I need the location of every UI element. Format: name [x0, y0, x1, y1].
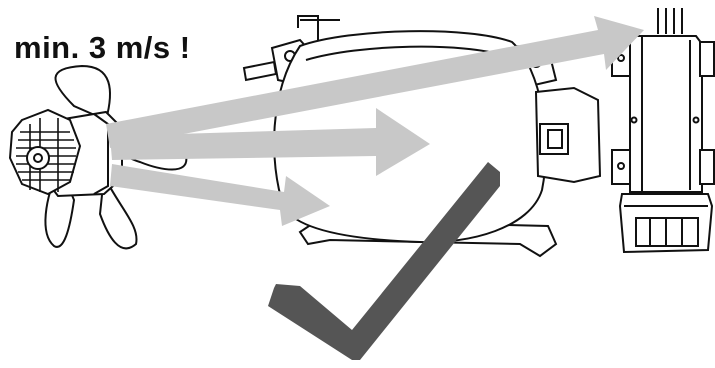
airflow-arrow-top	[106, 16, 644, 148]
checkmark	[268, 162, 500, 360]
airflow-caption: min. 3 m/s !	[14, 30, 191, 65]
electrical-box	[611, 8, 715, 254]
airflow-arrow-middle	[110, 108, 430, 176]
airflow-arrows	[106, 16, 644, 226]
airflow-arrow-bottom	[110, 164, 330, 226]
